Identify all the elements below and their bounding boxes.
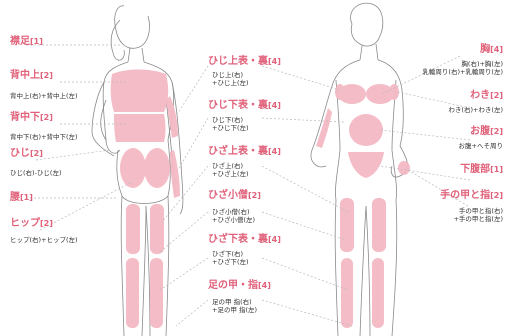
label-nape-count: [1]	[30, 37, 43, 46]
label-underarm-count: [2]	[490, 91, 503, 100]
label-chest-count: [4]	[490, 45, 503, 54]
label-hand-name: 手の甲と指	[440, 190, 490, 201]
detail-belly: お腹+へそ周り	[459, 142, 503, 150]
label-belly-name: お腹	[470, 126, 490, 137]
label-chest-name: 胸	[480, 44, 490, 55]
label-hip: ヒップ[2]	[10, 218, 53, 229]
detail-hip: ヒップ(右)+ヒップ(左)	[10, 236, 78, 244]
label-hip-name: ヒップ	[10, 218, 40, 229]
label-forearm: ひじ下表・裏[4]	[208, 100, 281, 111]
label-upper-arm-count: [4]	[268, 57, 281, 66]
detail-chest-line1: 胸(右)+胸(左)	[422, 60, 503, 68]
detail-elbow: ひじ(右)-ひじ(左)	[10, 169, 62, 177]
label-elbow: ひじ[2]	[10, 148, 43, 159]
label-knee-count: [2]	[248, 191, 261, 200]
detail-hand-line1: 手の甲と指(右)	[453, 207, 503, 215]
label-elbow-name: ひじ	[10, 148, 30, 159]
label-lower-back-count: [2]	[40, 113, 53, 122]
label-hip-count: [2]	[40, 219, 53, 228]
detail-forearm-line2: +ひじ下(左)	[212, 124, 249, 132]
detail-upper-arm: ひじ上(右) +ひじ上(左)	[212, 71, 249, 87]
detail-upper-arm-line2: +ひじ上(左)	[212, 79, 249, 87]
label-lower-back: 背中下[2]	[10, 112, 53, 123]
detail-hand: 手の甲と指(右) +手の甲と指(左)	[453, 207, 503, 223]
detail-chest-line2: 乳輪周り(右)+乳輪周り(左)	[422, 68, 503, 76]
label-waist-count: [1]	[20, 193, 33, 202]
detail-foot-line2: +足の甲 指(左)	[212, 306, 257, 314]
label-hand: 手の甲と指[2]	[440, 190, 503, 201]
label-foot-count: [4]	[258, 281, 271, 290]
detail-hand-line2: +手の甲と指(左)	[453, 215, 503, 223]
label-upper-back-name: 背中上	[10, 70, 40, 81]
label-lower-back-name: 背中下	[10, 112, 40, 123]
label-chest: 胸[4]	[480, 44, 503, 55]
label-elbow-count: [2]	[30, 149, 43, 158]
label-nape: 襟足[1]	[10, 36, 43, 47]
detail-forearm-line1: ひじ下(右)	[212, 116, 249, 124]
detail-lower-back: 背中下(右)+背中下(左)	[10, 133, 78, 141]
label-nape-name: 襟足	[10, 36, 30, 47]
label-forearm-name: ひじ下表・裏	[208, 100, 268, 111]
label-lower-leg-count: [4]	[268, 235, 281, 244]
label-upper-arm-name: ひじ上表・裏	[208, 56, 268, 67]
detail-lower-leg-line1: ひざ下(右)	[212, 250, 249, 258]
label-thigh: ひざ上表・裏[4]	[208, 146, 281, 157]
label-underarm: わき[2]	[470, 90, 503, 101]
label-upper-arm: ひじ上表・裏[4]	[208, 56, 281, 67]
detail-foot: 足の甲 指(右) +足の甲 指(左)	[212, 298, 257, 314]
detail-upper-arm-line1: ひじ上(右)	[212, 71, 249, 79]
detail-lower-leg: ひざ下(右) +ひざ下(左)	[212, 250, 249, 266]
label-waist-name: 腰	[10, 192, 20, 203]
detail-thigh: ひざ上(右) +ひざ上(左)	[212, 162, 249, 178]
detail-thigh-line1: ひざ上(右)	[212, 162, 249, 170]
detail-underarm: わき(右)+わき(左)	[448, 106, 503, 114]
label-lower-abdomen-name: 下腹部	[460, 164, 490, 175]
label-foot: 足の甲・指[4]	[208, 280, 271, 291]
label-upper-back: 背中上[2]	[10, 70, 53, 81]
label-lower-leg-name: ひざ下表・裏	[208, 234, 268, 245]
label-lower-abdomen: 下腹部[1]	[460, 164, 503, 175]
label-thigh-count: [4]	[268, 147, 281, 156]
label-forearm-count: [4]	[268, 101, 281, 110]
label-thigh-name: ひざ上表・裏	[208, 146, 268, 157]
label-waist: 腰[1]	[10, 192, 33, 203]
label-hand-count: [2]	[490, 191, 503, 200]
label-lower-abdomen-count: [1]	[490, 165, 503, 174]
detail-knee: ひざ小僧(右) +ひざ小僧(左)	[212, 208, 255, 224]
detail-thigh-line2: +ひざ上(左)	[212, 170, 249, 178]
detail-forearm: ひじ下(右) +ひじ下(左)	[212, 116, 249, 132]
detail-knee-line1: ひざ小僧(右)	[212, 208, 255, 216]
back-view-zones	[111, 70, 180, 329]
detail-lower-leg-line2: +ひざ下(左)	[212, 258, 249, 266]
label-belly: お腹[2]	[470, 126, 503, 137]
label-underarm-name: わき	[470, 90, 490, 101]
label-upper-back-count: [2]	[40, 71, 53, 80]
label-belly-count: [2]	[490, 127, 503, 136]
detail-upper-back: 背中上(右)+背中上(左)	[10, 92, 78, 100]
label-lower-leg: ひざ下表・裏[4]	[208, 234, 281, 245]
detail-chest: 胸(右)+胸(左) 乳輪周り(右)+乳輪周り(左)	[422, 60, 503, 76]
label-knee-name: ひざ小僧	[208, 190, 248, 201]
detail-foot-line1: 足の甲 指(右)	[212, 298, 257, 306]
detail-knee-line2: +ひざ小僧(左)	[212, 216, 255, 224]
label-knee: ひざ小僧[2]	[208, 190, 261, 201]
label-foot-name: 足の甲・指	[208, 280, 258, 291]
